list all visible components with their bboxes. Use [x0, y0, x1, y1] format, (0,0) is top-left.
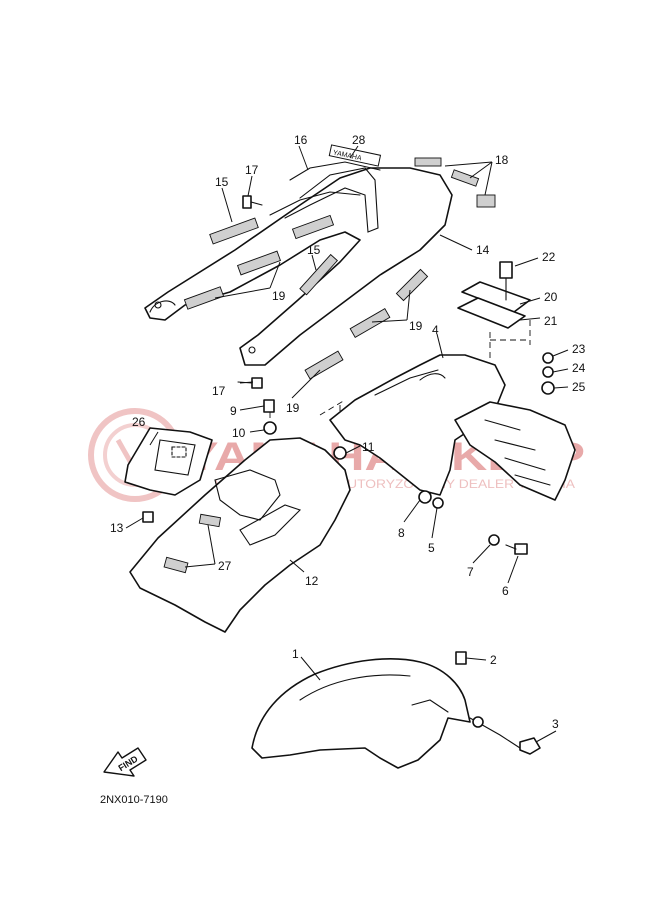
- fasteners: [418, 490, 528, 555]
- callout-28: 28: [352, 133, 366, 147]
- callout-24: 24: [572, 361, 586, 375]
- callout-21: 21: [544, 314, 558, 328]
- callout-15b: 15: [307, 243, 321, 257]
- callout-19b: 19: [409, 319, 423, 333]
- callout-1: 1: [292, 647, 299, 661]
- inner-fender-part: [319, 354, 576, 501]
- cowl-pads: [183, 157, 496, 380]
- callout-19c: 19: [286, 401, 300, 415]
- callout-labels: 1 2 3 4 5 6 7 8 9 10 11 12 13 14 15 15 1…: [110, 133, 586, 731]
- callout-11: 11: [362, 440, 375, 454]
- callout-26: 26: [132, 415, 146, 429]
- callout-9: 9: [230, 404, 237, 418]
- callout-15a: 15: [215, 175, 229, 189]
- cowl-emblem: [328, 144, 382, 167]
- callout-18: 18: [495, 153, 509, 167]
- callout-17a: 17: [245, 163, 259, 177]
- callout-13: 13: [110, 521, 124, 535]
- callout-14: 14: [476, 243, 490, 257]
- callout-19a: 19: [272, 289, 286, 303]
- callout-4: 4: [432, 323, 439, 337]
- find-arrow-icon: FIND: [103, 747, 147, 777]
- callout-23: 23: [572, 342, 586, 356]
- callout-3: 3: [552, 717, 559, 731]
- callout-8: 8: [398, 526, 405, 540]
- callout-10: 10: [232, 426, 246, 440]
- callout-2: 2: [490, 653, 497, 667]
- callout-7: 7: [467, 565, 474, 579]
- front-fender-part: [251, 651, 541, 769]
- rear-cowl-part: YAMAHA: [144, 144, 453, 366]
- callout-25: 25: [572, 380, 586, 394]
- callout-5: 5: [428, 541, 435, 555]
- callout-20: 20: [544, 290, 558, 304]
- rear-fender-part: [129, 399, 351, 633]
- plate-parts-20-21: [457, 261, 555, 395]
- callout-27: 27: [218, 559, 232, 573]
- leader-lines: [125, 145, 569, 743]
- callout-16: 16: [294, 133, 308, 147]
- callout-22: 22: [542, 250, 556, 264]
- part-code: 2NX010-7190: [100, 794, 168, 806]
- license-bracket-part: [124, 427, 213, 523]
- callout-12: 12: [305, 574, 319, 588]
- callout-17b: 17: [212, 384, 226, 398]
- callout-6: 6: [502, 584, 509, 598]
- svg-text:YAMAHA: YAMAHA: [332, 149, 362, 162]
